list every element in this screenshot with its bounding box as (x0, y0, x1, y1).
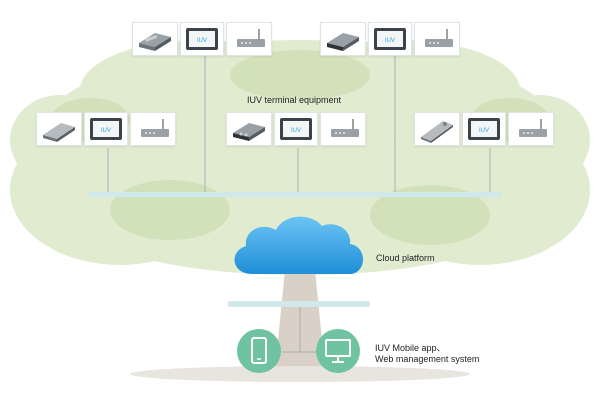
terminal-unit-middle-left: IUV (36, 112, 176, 146)
screen-brand-text: IUV (291, 128, 301, 134)
uv-lamp-module-icon (414, 112, 460, 146)
mobile-app-label-line2: Web management system (375, 354, 480, 364)
terminal-unit-middle-center: IUV (226, 112, 366, 146)
screen-brand-text: IUV (479, 128, 489, 134)
cloud-platform-label: Cloud platform (376, 253, 435, 263)
wireless-router-icon (226, 22, 272, 56)
terminal-unit-top-left: IUV (132, 22, 272, 56)
control-panel-screen-icon: IUV (368, 22, 412, 56)
control-panel-screen-icon: IUV (274, 112, 318, 146)
uv-lamp-module-icon (36, 112, 82, 146)
terminal-unit-top-right: IUV (320, 22, 460, 56)
wireless-router-icon (508, 112, 554, 146)
mobile-phone-circle (237, 329, 281, 373)
uv-lamp-module-icon (226, 112, 272, 146)
tree-ground (130, 366, 470, 382)
network-bar-top (88, 192, 502, 197)
mobile-phone-icon (251, 337, 267, 364)
terminal-unit-middle-right: IUV (414, 112, 554, 146)
screen-brand-text: IUV (101, 128, 111, 134)
wireless-router-icon (414, 22, 460, 56)
mobile-app-label: IUV Mobile app、 Web management system (375, 343, 479, 365)
screen-brand-text: IUV (197, 38, 207, 44)
wireless-router-icon (320, 112, 366, 146)
wireless-router-icon (130, 112, 176, 146)
cloud-icon (234, 216, 364, 274)
mobile-app-label-line1: IUV Mobile app、 (375, 343, 446, 353)
monitor-icon (325, 339, 351, 363)
connector-lines (107, 56, 491, 353)
terminal-equipment-label: IUV terminal equipment (247, 95, 342, 105)
uv-lamp-module-icon (132, 22, 178, 56)
uv-lamp-module-icon (320, 22, 366, 56)
control-panel-screen-icon: IUV (462, 112, 506, 146)
control-panel-screen-icon: IUV (84, 112, 128, 146)
control-panel-screen-icon: IUV (180, 22, 224, 56)
screen-brand-text: IUV (385, 38, 395, 44)
monitor-circle (316, 329, 360, 373)
network-bar-bottom (228, 301, 370, 307)
